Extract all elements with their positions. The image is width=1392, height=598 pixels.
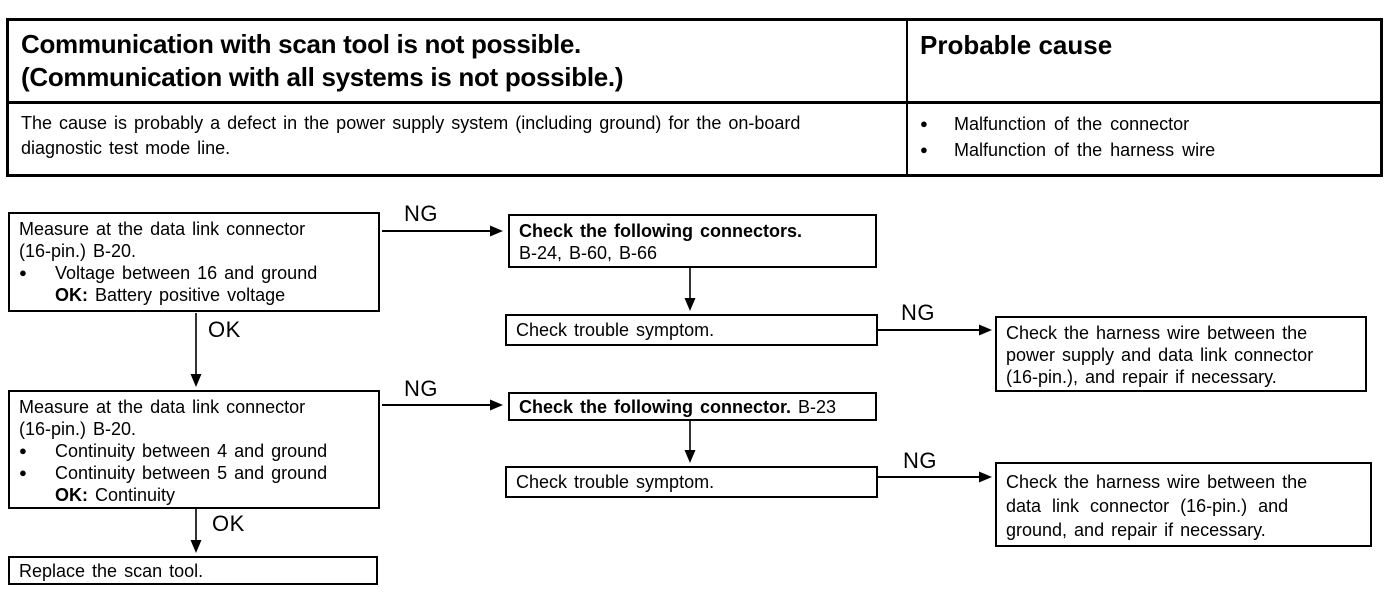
harness-ground-line-1: Check the harness wire between the [1006,472,1308,492]
cause-item-label: Malfunction of the connector [954,114,1190,134]
bullet-icon: ● [19,443,27,458]
replace-scan-tool-label: Replace the scan tool. [19,561,204,581]
ok-key: OK: [55,285,88,305]
harness-ground-box: Check the harness wire between the data … [995,462,1372,547]
check-connectors-box: Check the following connectors. B-24, B-… [508,214,877,268]
ng-label-2: NG [901,300,935,325]
bullet-icon: ● [19,265,27,280]
measure-voltage-bullet: ● Voltage between 16 and ground [19,262,369,284]
check-connector-b23-title: Check the following connector. [519,397,792,417]
check-symptom-2-label: Check trouble symptom. [516,472,715,492]
measure-voltage-line-2: (16-pin.) B-20. [19,241,137,261]
bullet-icon: ● [920,142,928,157]
harness-power-line-3: (16-pin.), and repair if necessary. [1006,367,1277,387]
cause-description-line-2: diagnostic test mode line. [21,138,231,158]
page-title-line-1: Communication with scan tool is not poss… [21,29,581,59]
measure-continuity-line-2: (16-pin.) B-20. [19,419,137,439]
ng-label-4: NG [903,448,937,473]
cause-item: ● Malfunction of the connector [920,111,1368,137]
check-connectors-title: Check the following connectors. [519,221,803,241]
ok-key: OK: [55,485,88,505]
harness-power-line-1: Check the harness wire between the [1006,323,1308,343]
cause-description: The cause is probably a defect in the po… [9,104,908,174]
probable-cause-heading: Probable cause [908,21,1380,104]
measure-voltage-bullet-label: Voltage between 16 and ground [55,263,318,283]
measure-continuity-box: Measure at the data link connector (16-p… [8,390,380,509]
measure-continuity-bullet-label: Continuity between 4 and ground [55,441,328,461]
harness-ground-line-3: ground, and repair if necessary. [1006,520,1266,540]
cause-description-line-1: The cause is probably a defect in the po… [21,113,801,133]
measure-continuity-line-1: Measure at the data link connector [19,397,306,417]
harness-power-line-2: power supply and data link connector [1006,345,1314,365]
check-connectors-detail: B-24, B-60, B-66 [519,243,658,263]
cause-item: ● Malfunction of the harness wire [920,137,1368,163]
ok-value: Battery positive voltage [95,285,286,305]
ng-label-3: NG [404,376,438,401]
check-symptom-box-1: Check trouble symptom. [505,314,878,346]
check-connector-b23-box: Check the following connector. B-23 [508,392,877,421]
page-title: Communication with scan tool is not poss… [9,21,908,104]
probable-cause-list: ● Malfunction of the connector ● Malfunc… [908,104,1380,174]
replace-scan-tool-box: Replace the scan tool. [8,556,378,585]
measure-continuity-ok-line: OK: Continuity [55,484,369,506]
bullet-icon: ● [920,116,928,131]
measure-voltage-box: Measure at the data link connector (16-p… [8,212,380,312]
ok-value: Continuity [95,485,176,505]
check-connector-b23-detail: B-23 [798,397,837,417]
check-symptom-1-label: Check trouble symptom. [516,320,715,340]
measure-voltage-ok-line: OK: Battery positive voltage [55,284,369,306]
bullet-icon: ● [19,465,27,480]
ng-label-1: NG [404,201,438,226]
page-title-line-2: (Communication with all systems is not p… [21,62,624,92]
measure-continuity-bullet: ● Continuity between 5 and ground [19,462,369,484]
cause-item-label: Malfunction of the harness wire [954,140,1216,160]
harness-ground-line-2: data link connector (16-pin.) and [1006,496,1289,516]
ok-label-1: OK [208,317,241,342]
measure-voltage-line-1: Measure at the data link connector [19,219,306,239]
ok-label-2: OK [212,511,245,536]
measure-continuity-bullet-label: Continuity between 5 and ground [55,463,328,483]
check-symptom-box-2: Check trouble symptom. [505,466,878,498]
measure-continuity-bullet: ● Continuity between 4 and ground [19,440,369,462]
harness-power-box: Check the harness wire between the power… [995,316,1367,392]
header-table: Communication with scan tool is not poss… [6,18,1383,177]
